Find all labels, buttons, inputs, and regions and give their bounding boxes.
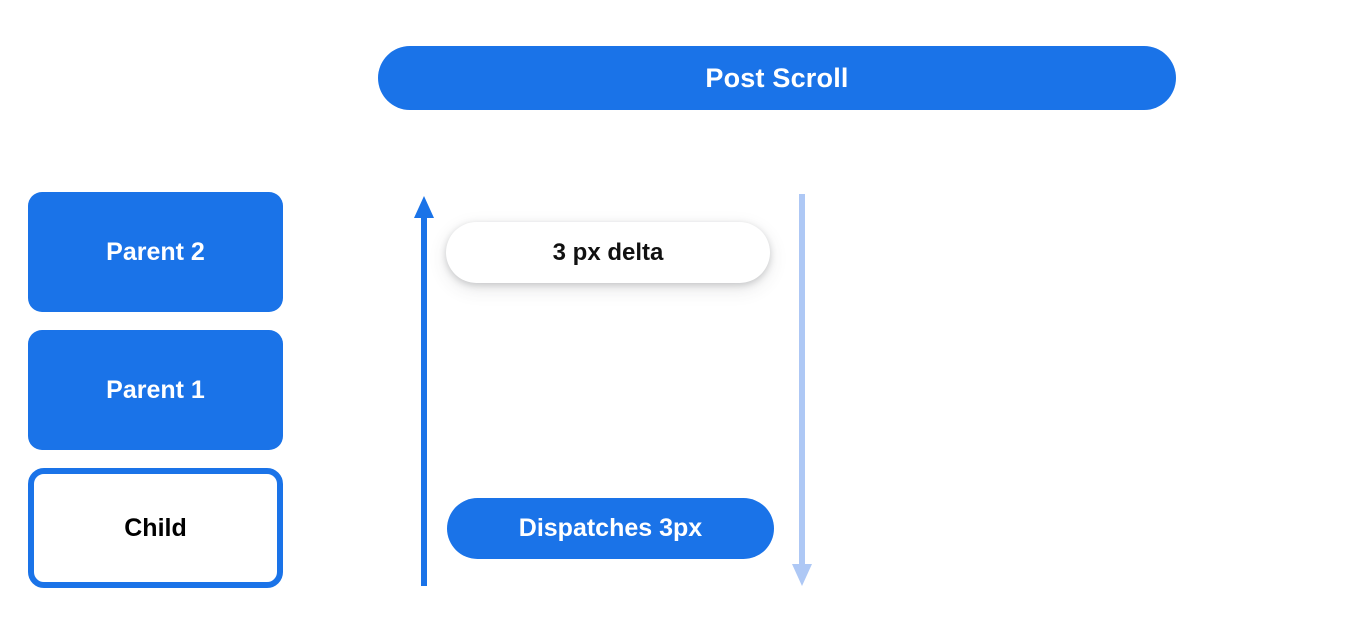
delta-annotation-pill: 3 px delta [446,222,770,283]
dispatch-annotation-pill: Dispatches 3px [447,498,774,559]
delta-annotation-label: 3 px delta [552,238,664,266]
post-scroll-header: Post Scroll [378,46,1176,110]
scroll-up-arrow-glyph [414,196,434,586]
node-parent-2: Parent 2 [28,192,283,312]
node-parent-1-label: Parent 1 [106,375,205,404]
dispatch-annotation-label: Dispatches 3px [518,514,703,542]
node-child-label: Child [124,513,187,542]
scroll-up-arrow-icon [412,196,436,586]
node-child: Child [28,468,283,588]
scroll-down-arrow-icon [790,194,814,586]
node-parent-2-label: Parent 2 [106,237,205,266]
scroll-down-arrow-glyph [792,194,812,586]
node-parent-1: Parent 1 [28,330,283,450]
page-title: Post Scroll [705,62,849,93]
